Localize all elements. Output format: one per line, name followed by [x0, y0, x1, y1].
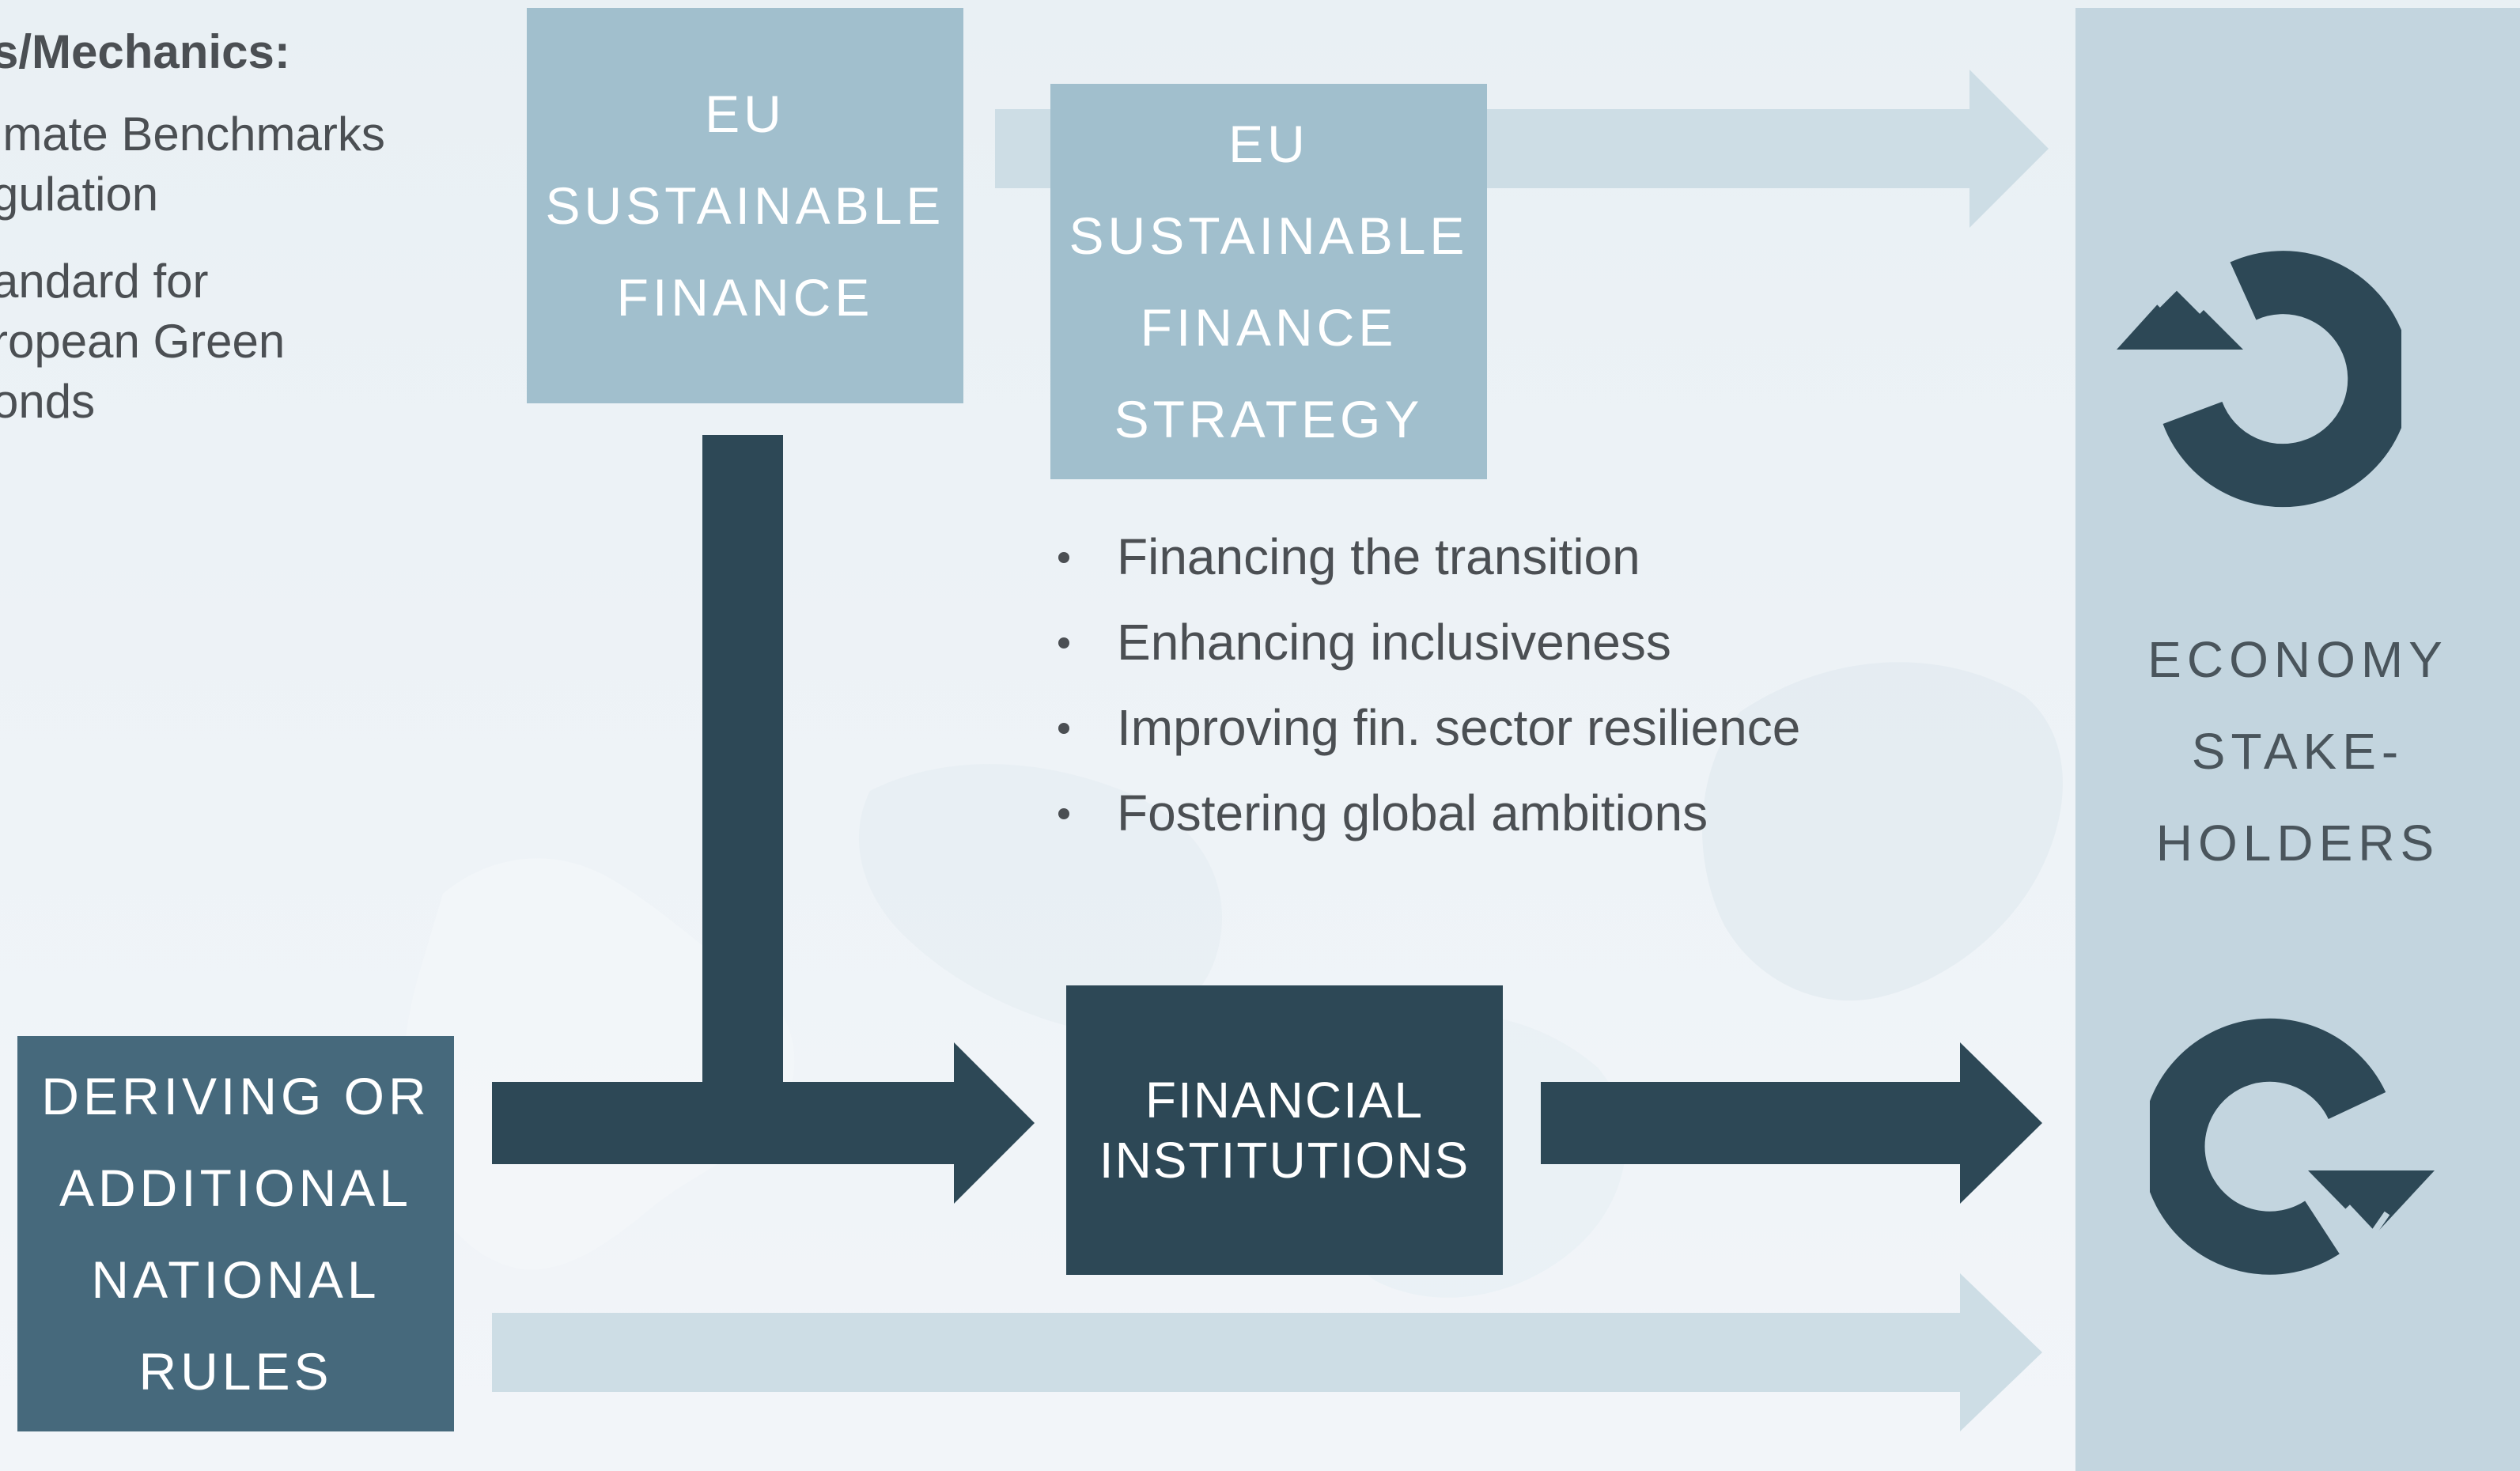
bullet-financing-transition: Financing the transition [1044, 514, 1800, 599]
mechanics-item-benchmarks: imate Benchmarks gulation [0, 108, 385, 221]
fi-line-1: FINANCIAL [1145, 1072, 1425, 1129]
economy-line-3: HOLDERS [2155, 815, 2440, 872]
eu-sf-line-3: FINANCE [616, 268, 874, 327]
strategy-bullet-list: Financing the transition Enhancing inclu… [1044, 514, 1800, 856]
eu-sustainable-finance-box: EU SUSTAINABLE FINANCE [527, 8, 963, 403]
economy-line-1: ECONOMY [2147, 631, 2448, 688]
eu-sfs-line-2: SUSTAINABLE [1069, 206, 1469, 265]
national-rules-line-1: DERIVING OR [41, 1067, 430, 1125]
eu-sfs-line-4: STRATEGY [1114, 390, 1424, 448]
fi-line-2: INSTITUTIONS [1099, 1132, 1470, 1189]
eu-sf-line-2: SUSTAINABLE [545, 176, 945, 235]
mechanics-item-green-bonds: andard for ropean Green onds [0, 255, 286, 428]
arrow-to-economy [1541, 1042, 2042, 1204]
bullet-resilience: Improving fin. sector resilience [1044, 685, 1800, 770]
cycle-clockwise-icon [2150, 1018, 2435, 1275]
mechanics-heading: s/Mechanics: [0, 25, 290, 78]
national-rules-line-4: RULES [138, 1342, 333, 1401]
eu-sf-line-1: EU [705, 85, 785, 143]
national-rules-line-3: NATIONAL [91, 1250, 380, 1309]
national-rules-box: DERIVING OR ADDITIONAL NATIONAL RULES [17, 1036, 454, 1431]
eu-sustainable-finance-strategy-box: EU SUSTAINABLE FINANCE STRATEGY [1050, 84, 1487, 479]
left-mechanics-panel: s/Mechanics: imate Benchmarks gulation a… [0, 22, 482, 432]
arrow-to-financial-institutions [492, 1042, 1035, 1204]
bullet-inclusiveness: Enhancing inclusiveness [1044, 599, 1800, 685]
pale-arrow-bottom [492, 1273, 2042, 1431]
bullet-global-ambitions: Fostering global ambitions [1044, 770, 1800, 856]
vertical-connector [702, 435, 783, 1083]
economy-stakeholders-label: ECONOMY STAKE- HOLDERS [2075, 614, 2520, 889]
national-rules-line-2: ADDITIONAL [59, 1159, 413, 1217]
cycle-counterclockwise-icon [2117, 251, 2401, 508]
eu-sfs-line-3: FINANCE [1140, 298, 1398, 357]
economy-line-2: STAKE- [2191, 723, 2405, 780]
eu-sfs-line-1: EU [1228, 115, 1309, 173]
financial-institutions-box: FINANCIAL INSTITUTIONS [1066, 985, 1503, 1275]
